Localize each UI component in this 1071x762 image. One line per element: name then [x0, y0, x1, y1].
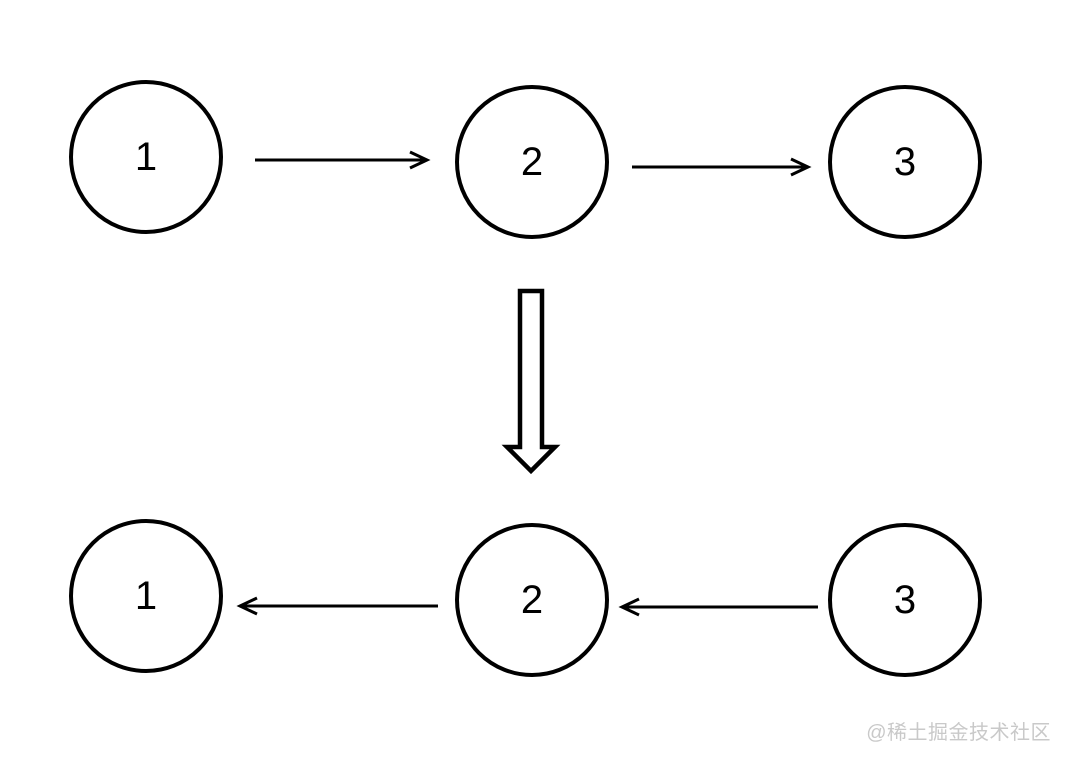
- arrow-bottom-2-to-1-icon: [236, 596, 438, 616]
- node-bottom-1: 1: [69, 519, 223, 673]
- transform-down-arrow-icon: [501, 288, 561, 475]
- node-top-3: 3: [828, 85, 982, 239]
- arrow-top-2-to-3-icon: [632, 157, 812, 177]
- watermark-text: @稀土掘金技术社区: [866, 722, 1051, 744]
- node-bottom-2: 2: [455, 523, 609, 677]
- arrow-top-1-to-2-icon: [255, 150, 431, 170]
- node-bottom-3: 3: [828, 523, 982, 677]
- arrow-bottom-3-to-2-icon: [618, 597, 818, 617]
- node-top-1: 1: [69, 80, 223, 234]
- node-top-2: 2: [455, 85, 609, 239]
